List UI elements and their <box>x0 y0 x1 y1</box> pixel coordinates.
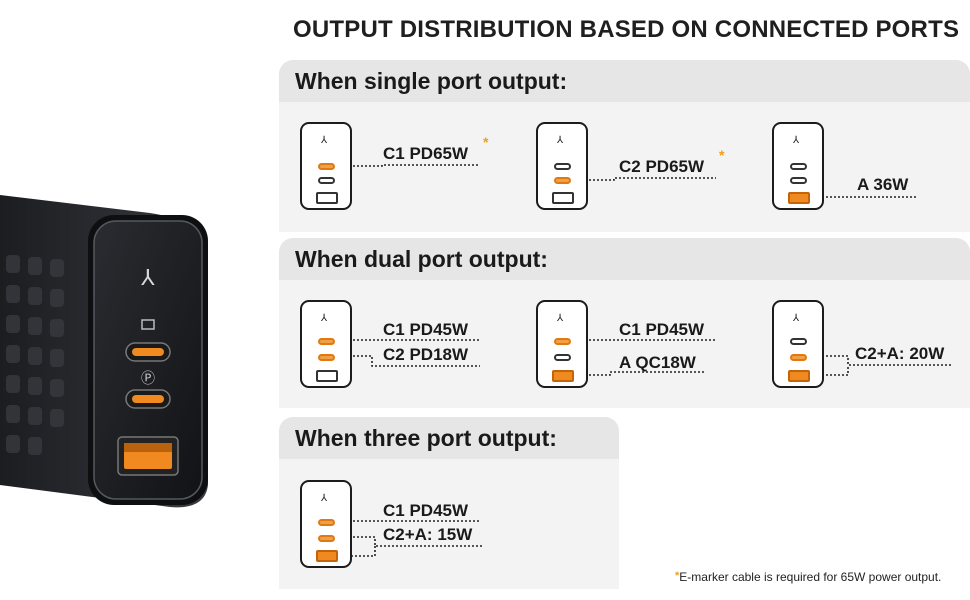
usb-c2-port-icon <box>318 177 335 184</box>
charger-product-image: ⅄ Ⓟ <box>0 185 215 525</box>
usb-a-port-icon <box>552 370 574 382</box>
output-label: C1 PD45W <box>383 501 469 520</box>
usb-c2-port-icon <box>554 177 571 184</box>
usb-c2-port-icon <box>790 177 807 184</box>
output-label: A 36W <box>857 175 909 194</box>
brand-logo-icon: ⅄ <box>557 135 564 146</box>
usb-a-port-icon <box>788 370 810 382</box>
usb-c2-port-icon <box>318 535 335 542</box>
svg-text:⅄: ⅄ <box>141 266 155 291</box>
brand-logo-icon: ⅄ <box>321 313 328 324</box>
brand-logo-icon: ⅄ <box>321 135 328 146</box>
usb-a-port-icon <box>552 192 574 204</box>
charger-diagram-c1: ⅄ <box>300 122 352 210</box>
usb-c1-port-icon <box>318 519 335 526</box>
charger-diagram-c2: ⅄ <box>536 122 588 210</box>
output-label: C2 PD18W <box>383 345 469 364</box>
charger-diagram-c1-c2-a: ⅄ <box>300 480 352 568</box>
usb-c1-port-icon <box>318 338 335 345</box>
brand-logo-icon: ⅄ <box>793 135 800 146</box>
usb-c1-port-icon <box>790 163 807 170</box>
asterisk-mark: * <box>483 134 489 150</box>
output-label: A QC18W <box>619 353 696 372</box>
charger-diagram-c2-a: ⅄ <box>772 300 824 388</box>
single-port-heading-text: When single port output: <box>295 67 568 94</box>
single-port-panel <box>279 102 970 232</box>
usb-a-port-icon <box>316 192 338 204</box>
usb-c2-port-icon <box>318 354 335 361</box>
usb-c1-port-icon <box>554 163 571 170</box>
output-label: C2 PD65W <box>619 157 705 176</box>
charger-diagram-c1-c2: ⅄ <box>300 300 352 388</box>
usb-a-port-icon <box>316 550 338 562</box>
usb-c1-port-icon <box>554 338 571 345</box>
brand-logo-icon: ⅄ <box>557 313 564 324</box>
footnote-asterisk: * <box>675 570 680 582</box>
output-label: C1 PD65W <box>383 144 469 163</box>
asterisk-mark: * <box>719 147 725 163</box>
single-port-heading: When single port output: <box>279 60 970 102</box>
usb-c2-port-icon <box>790 354 807 361</box>
svg-text:Ⓟ: Ⓟ <box>141 371 155 387</box>
dual-port-heading-text: When dual port output: <box>295 245 548 272</box>
output-label: C1 PD45W <box>619 320 705 339</box>
usb-a-port-icon <box>316 370 338 382</box>
brand-logo-icon: ⅄ <box>321 493 328 504</box>
brand-logo-icon: ⅄ <box>793 313 800 324</box>
footnote: *E-marker cable is required for 65W powe… <box>675 570 941 584</box>
usb-c1-port-icon <box>790 338 807 345</box>
page-title: OUTPUT DISTRIBUTION BASED ON CONNECTED P… <box>293 16 960 43</box>
dual-port-heading: When dual port output: <box>279 238 970 280</box>
output-label: C2+A: 15W <box>383 525 473 544</box>
three-port-heading: When three port output: <box>279 417 619 459</box>
usb-c1-port-icon <box>318 163 335 170</box>
charger-diagram-c1-a: ⅄ <box>536 300 588 388</box>
output-label: C2+A: 20W <box>855 344 945 363</box>
output-label: C1 PD45W <box>383 320 469 339</box>
usb-c2-port-icon <box>554 354 571 361</box>
charger-diagram-a: ⅄ <box>772 122 824 210</box>
three-port-heading-text: When three port output: <box>295 424 557 451</box>
footnote-text: E-marker cable is required for 65W power… <box>679 570 942 584</box>
usb-a-port-icon <box>788 192 810 204</box>
dual-port-panel <box>279 280 970 408</box>
